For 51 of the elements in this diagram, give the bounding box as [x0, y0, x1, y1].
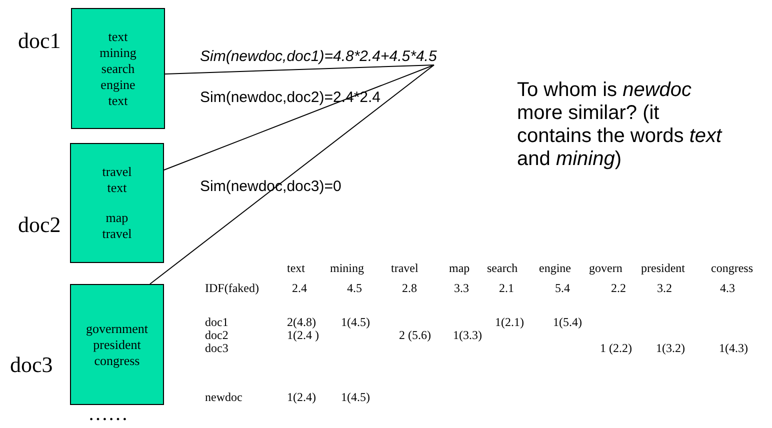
row-header: newdoc [205, 391, 242, 404]
column-header: travel [391, 262, 418, 275]
table-value: 2.1 [499, 282, 514, 295]
table-value: 2.8 [402, 282, 417, 295]
table-value: 5.4 [555, 282, 570, 295]
row-header: doc3 [205, 342, 228, 355]
document-label: doc3 [10, 352, 53, 378]
table-value: 1 (2.2) [600, 342, 632, 355]
table-value: 1(3.3) [453, 329, 482, 342]
similarity-formula: Sim(newdoc,doc1)=4.8*2.4+4.5*4.5 [200, 48, 437, 65]
word-list: government president congress [86, 320, 148, 368]
connector-line [164, 64, 434, 170]
row-header: doc2 [205, 329, 228, 342]
table-value: 1(4.5) [341, 316, 370, 329]
table-value: 1(3.2) [656, 342, 685, 355]
document-label: doc2 [18, 212, 61, 238]
question-text: To whom is newdoc more similar? (it contains the words text and mining) [517, 79, 724, 171]
table-value: 3.3 [454, 282, 469, 295]
table-value: 1(5.4) [553, 316, 582, 329]
table-value: 2.4 [292, 282, 307, 295]
column-header: president [641, 262, 685, 275]
column-header: search [487, 262, 518, 275]
table-value: 1(2.1) [495, 316, 524, 329]
column-header: map [449, 262, 470, 275]
column-header: mining [330, 262, 364, 275]
table-value: 3.2 [657, 282, 672, 295]
document-box [70, 284, 164, 405]
document-label: doc1 [18, 28, 61, 54]
table-value: 1(2.4) [287, 391, 316, 404]
column-header: text [287, 262, 305, 275]
table-value: 4.5 [347, 282, 362, 295]
column-header: govern [589, 262, 622, 275]
column-header: congress [711, 262, 753, 275]
ellipsis-text: …… [88, 408, 128, 421]
row-header: IDF(faked) [205, 282, 259, 295]
table-value: 2.2 [611, 282, 626, 295]
table-value: 1(4.3) [719, 342, 748, 355]
word-list: travel text [102, 164, 132, 196]
table-value: 2(4.8) [287, 316, 316, 329]
table-value: 1(2.4 ) [287, 329, 319, 342]
connector-line [150, 64, 434, 284]
word-list: map travel [102, 210, 132, 242]
document-box [70, 143, 164, 263]
table-value: 1(4.5) [341, 391, 370, 404]
document-box [71, 8, 165, 129]
table-value: 4.3 [720, 282, 735, 295]
word-list: text mining search engine text [100, 28, 136, 108]
row-header: doc1 [205, 316, 228, 329]
table-value: 2 (5.6) [399, 329, 431, 342]
column-header: engine [539, 262, 571, 275]
connector-line [164, 64, 434, 74]
